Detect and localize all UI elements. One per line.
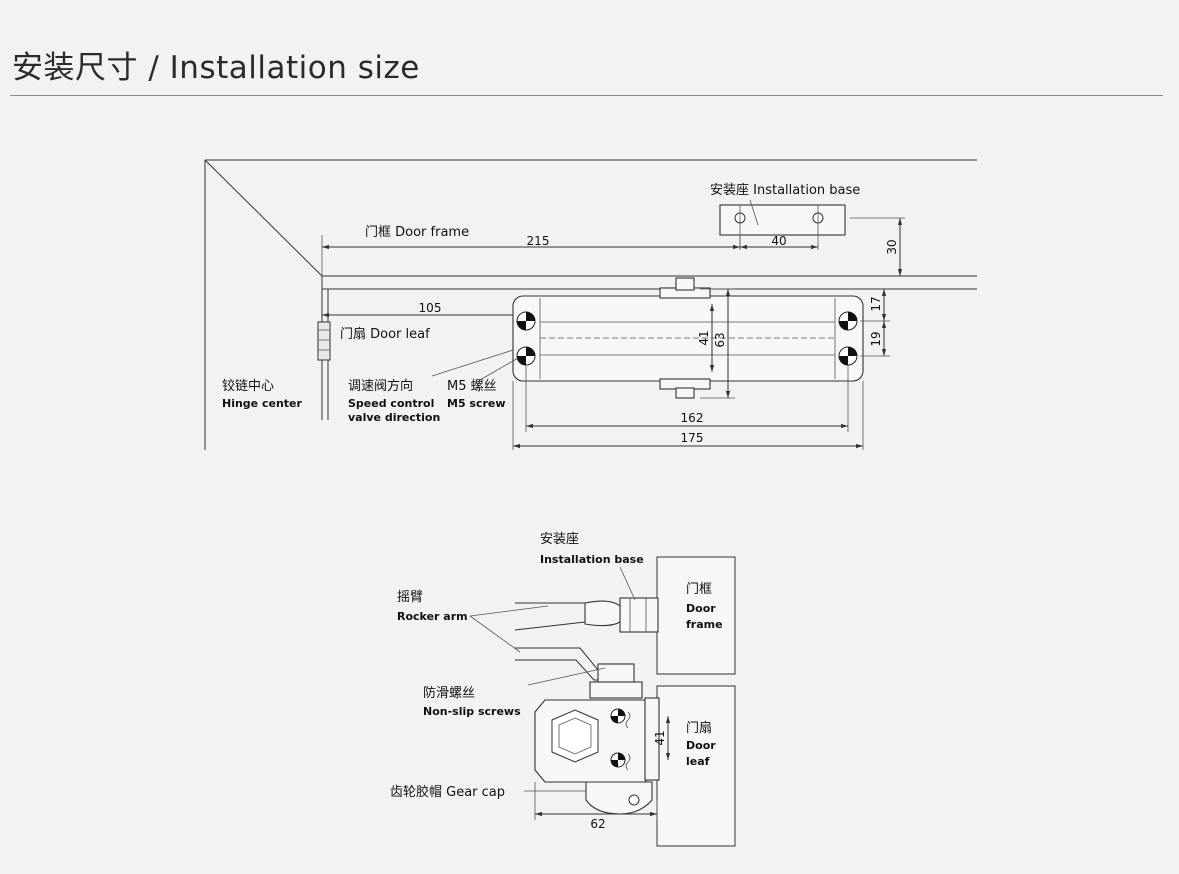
title-divider [10, 95, 1163, 96]
dim-162: 162 [681, 411, 704, 425]
side-install-base-zh: 安装座 [540, 532, 579, 547]
side-door-frame-zh: 门框 [686, 582, 712, 597]
m5-screw-zh: M5 螺丝 [447, 379, 497, 394]
gear-cap [585, 781, 653, 815]
side-door-leaf-en1: Door [686, 739, 716, 752]
speed-valve-zh: 调速阀方向 [348, 378, 413, 394]
side-door-frame-en1: Door [686, 602, 716, 615]
hinge-icon [317, 321, 331, 361]
nonslip-screw-icon [610, 708, 626, 724]
hinge-center-zh: 铰链中心 [222, 379, 274, 394]
pinion-washer [589, 681, 643, 699]
dim-30: 30 [885, 239, 899, 254]
nonslip-zh: 防滑螺丝 [423, 685, 475, 701]
screw-icon [838, 346, 858, 366]
pinion-cap [675, 277, 695, 291]
speed-valve-en2: valve direction [348, 411, 440, 424]
dim-63: 63 [713, 332, 727, 347]
gear-cap-label: 齿轮胶帽 Gear cap [390, 784, 505, 800]
side-door-frame-en2: frame [686, 618, 723, 631]
perspective-line [204, 159, 323, 277]
top-view: 40 30 安装座 Installation base 215 门框 Door … [204, 159, 977, 450]
side-dim-41: 41 [653, 730, 667, 745]
door-frame-box [656, 556, 736, 675]
dim-40: 40 [771, 234, 786, 248]
pinion-nut [597, 663, 635, 685]
page-title: 安装尺寸 / Installation size [12, 50, 420, 86]
dim-19: 19 [869, 331, 883, 346]
dim-41: 41 [697, 330, 711, 345]
screw-icon [516, 346, 536, 366]
dim-215: 215 [527, 234, 550, 248]
screw-icon [838, 311, 858, 331]
side-door-leaf-zh: 门扇 [686, 720, 712, 736]
screw-icon [516, 311, 536, 331]
door-closer-body [512, 295, 864, 382]
side-install-base-en: Installation base [540, 553, 644, 566]
door-frame-label: 门框 Door frame [365, 225, 469, 240]
dim-175: 175 [681, 431, 704, 445]
side-view: 门框 Door frame 门扇 Door leaf [390, 532, 736, 847]
side-plate [644, 697, 660, 781]
nonslip-screw-icon [610, 752, 626, 768]
m5-screw-en: M5 screw [447, 397, 506, 410]
dim-105: 105 [419, 301, 442, 315]
pinion-cap-bottom [675, 387, 695, 399]
rocker-arm-en: Rocker arm [397, 610, 468, 623]
hinge-center-en: Hinge center [222, 397, 303, 410]
rocker-arm-zh: 摇臂 [397, 590, 423, 605]
nonslip-en: Non-slip screws [423, 705, 521, 718]
door-leaf-label: 门扇 Door leaf [340, 326, 430, 342]
side-installation-base [619, 597, 659, 633]
speed-valve-en1: Speed control [348, 397, 434, 410]
dim-17: 17 [869, 296, 883, 311]
side-door-leaf-en2: leaf [686, 755, 710, 768]
install-base-label: 安装座 Installation base [710, 183, 860, 198]
arm-joint [584, 600, 621, 627]
side-dim-62: 62 [590, 817, 605, 831]
